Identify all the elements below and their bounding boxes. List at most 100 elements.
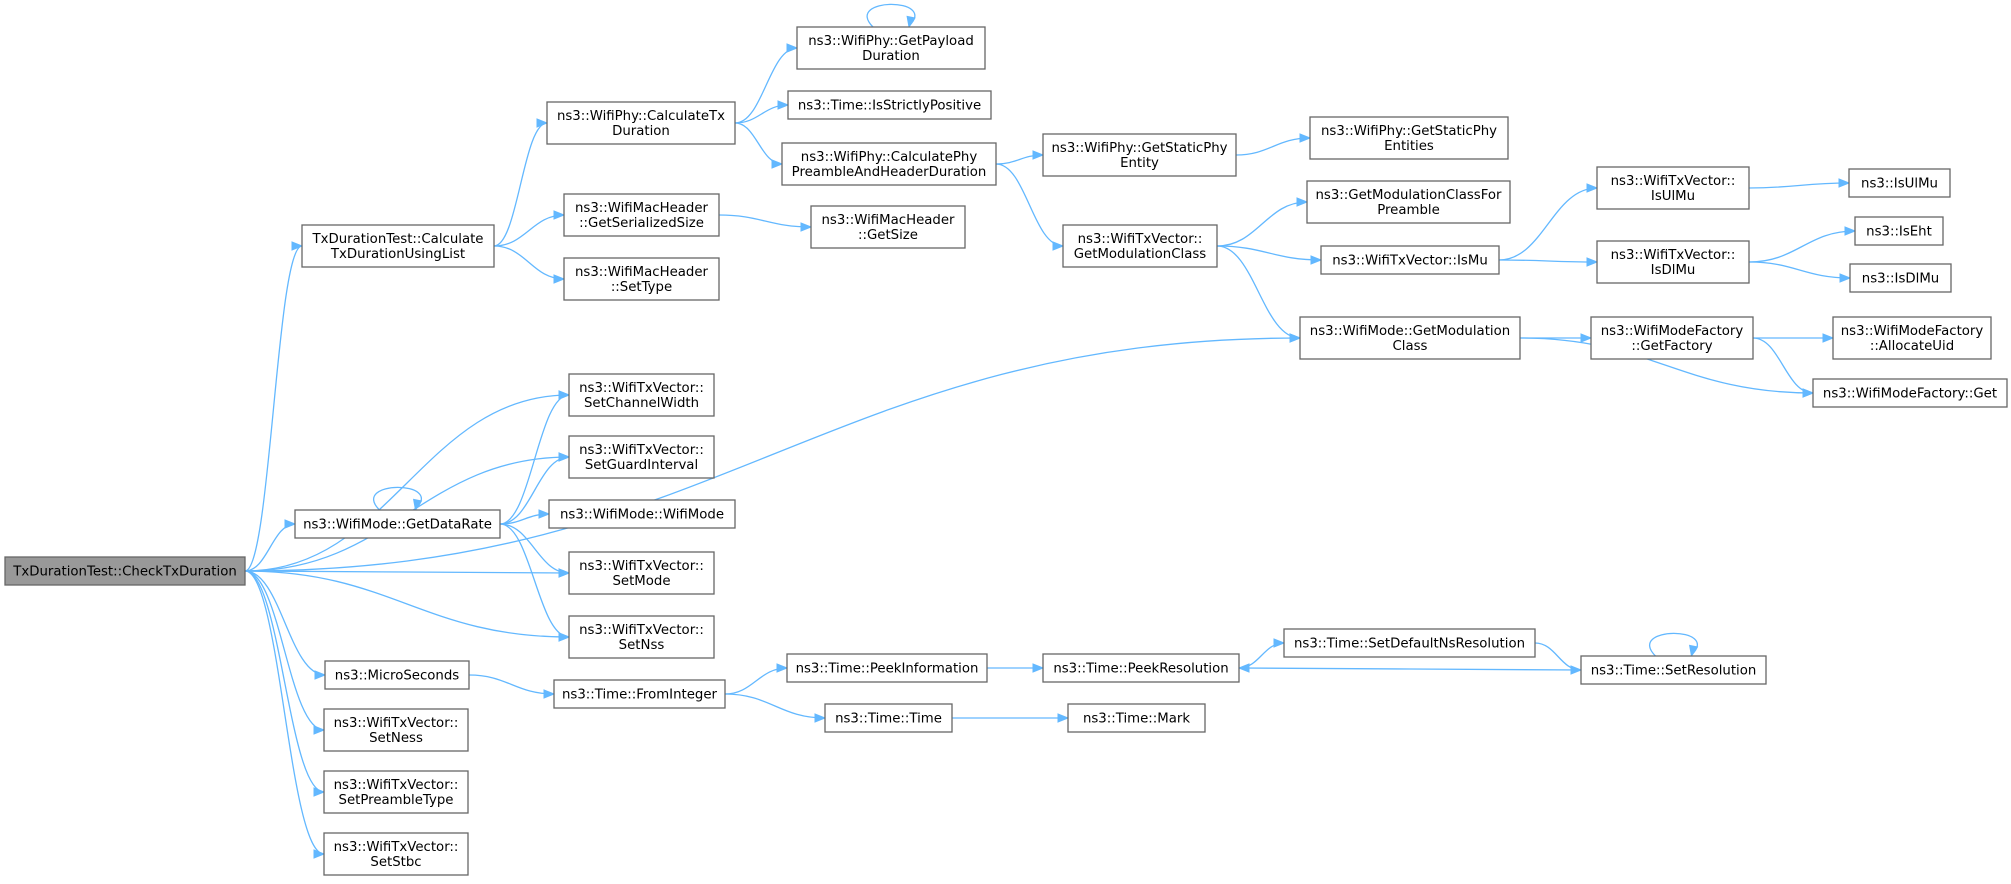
node-label: ns3::IsEht [1866,225,1932,240]
node-getSize[interactable]: ns3::WifiMacHeader::GetSize [810,205,966,249]
node-peekRes[interactable]: ns3::Time::PeekResolution [1042,653,1240,683]
node-setChWidth[interactable]: ns3::WifiTxVector::SetChannelWidth [568,373,715,417]
edge-micro-fromInt-arrowhead [543,689,556,699]
node-label: ns3::GetModulationClassFor [1315,188,1502,203]
node-isDlMu[interactable]: ns3::IsDlMu [1849,263,1952,293]
node-wifiMode[interactable]: ns3::WifiMode::WifiMode [548,499,736,529]
node-label: ns3::Time::PeekInformation [796,662,979,677]
node-micro[interactable]: ns3::MicroSeconds [324,660,470,690]
node-setDefNs[interactable]: ns3::Time::SetDefaultNsResolution [1283,628,1536,658]
node-txIsMu[interactable]: ns3::WifiTxVector::IsMu [1320,245,1500,275]
node-box [796,26,986,70]
edge-dataRate-setNss-arrowhead [558,632,571,642]
node-label: ns3::Time::Mark [1083,712,1190,727]
edge-setRes-setRes-arrowhead [1688,644,1699,658]
edge-root-setNss [244,570,571,642]
node-box [301,224,495,268]
node-label: TxDurationUsingList [330,247,465,262]
node-label: Entity [1120,156,1159,171]
edge-root-setNess-arrowhead [313,725,326,735]
node-serSize[interactable]: ns3::WifiMacHeader::GetSerializedSize [563,193,720,237]
node-root[interactable]: TxDurationTest::CheckTxDuration [4,556,246,586]
node-box [786,653,988,683]
edge-setRes-peekRes-arrowhead [1237,663,1250,673]
node-label: ns3::WifiTxVector:: [579,381,704,396]
edge-serSize-getSize-arrowhead [800,222,813,232]
node-timeTime[interactable]: ns3::Time::Time [824,703,953,733]
node-box [294,509,501,539]
node-calcList[interactable]: TxDurationTest::CalculateTxDurationUsing… [301,224,495,268]
edge-txModClass-modClassPre [1216,197,1309,247]
node-factGet[interactable]: ns3::WifiModeFactory::Get [1812,378,2008,408]
edges-layer [244,3,1857,859]
node-box [563,257,720,301]
node-box [787,90,992,120]
edge-preamble-staticPhy-arrowhead [1032,150,1045,160]
edge-calcList-setType-path [493,245,565,280]
node-label: ns3::WifiPhy::GetStaticPhy [1051,141,1227,156]
node-txIsUlMu[interactable]: ns3::WifiTxVector::IsUlMu [1596,166,1750,210]
edge-root-setStbc [244,570,326,859]
edge-peekRes-setDefNs [1238,638,1286,669]
edge-dataRate-setChWidth [499,390,571,525]
edge-payload-payload [866,3,916,29]
node-setType[interactable]: ns3::WifiMacHeader::SetType [563,257,720,301]
edge-txIsDlMu-isEht-arrowhead [1844,226,1857,236]
node-isUlMu[interactable]: ns3::IsUlMu [1848,168,1951,198]
edge-txIsDlMu-isDlMu-arrowhead [1839,273,1852,283]
node-box [568,435,715,479]
edge-root-setNss-path [244,570,570,638]
node-box [1596,240,1750,284]
edge-root-setPreType-arrowhead [313,787,326,797]
node-isEht[interactable]: ns3::IsEht [1854,216,1944,246]
node-setNss[interactable]: ns3::WifiTxVector::SetNss [568,615,715,659]
edge-serSize-getSize-path [718,214,812,228]
node-fromInt[interactable]: ns3::Time::FromInteger [553,679,726,709]
edge-txModClass-modeModClass-path [1216,245,1301,339]
edge-peekRes-setDefNs-path [1238,642,1285,669]
node-txModClass[interactable]: ns3::WifiTxVector::GetModulationClass [1062,224,1218,268]
node-setPreType[interactable]: ns3::WifiTxVector::SetPreambleType [323,770,469,814]
node-label: ns3::WifiModeFactory::Get [1823,387,1997,402]
edge-timeTime-timeMark [952,713,1070,723]
node-box [568,373,715,417]
node-peekInfo[interactable]: ns3::Time::PeekInformation [786,653,988,683]
node-label: ns3::WifiTxVector:: [1611,248,1736,263]
node-setNess[interactable]: ns3::WifiTxVector::SetNess [323,708,469,752]
node-timeMark[interactable]: ns3::Time::Mark [1067,703,1206,733]
edge-setRes-setRes-path [1648,632,1699,657]
node-setStbc[interactable]: ns3::WifiTxVector::SetStbc [323,832,469,876]
node-allocUid[interactable]: ns3::WifiModeFactory::AllocateUid [1832,316,1992,360]
node-strictPos[interactable]: ns3::Time::IsStrictlyPositive [787,90,992,120]
node-modeModClass[interactable]: ns3::WifiMode::GetModulationClass [1299,316,1521,360]
node-label: SetPreambleType [339,793,454,808]
node-txIsDlMu[interactable]: ns3::WifiTxVector::IsDlMu [1596,240,1750,284]
node-setMode[interactable]: ns3::WifiTxVector::SetMode [568,551,715,595]
edge-staticPhy-staticPhys [1235,133,1312,156]
node-dataRate[interactable]: ns3::WifiMode::GetDataRate [294,509,501,539]
node-setRes[interactable]: ns3::Time::SetResolution [1580,655,1767,685]
node-label: IsUlMu [1651,189,1695,204]
edge-payload-payload-path [866,3,916,28]
edge-root-setNess [244,570,326,735]
edge-setDefNs-setRes-path [1534,642,1582,671]
node-preamble[interactable]: ns3::WifiPhy::CalculatePhyPreambleAndHea… [781,142,997,186]
edge-dataRate-setMode-path [499,523,570,574]
edge-fromInt-timeTime-path [724,693,826,719]
node-label: ns3::WifiMacHeader [821,213,955,228]
edge-micro-fromInt [468,674,556,699]
edge-txIsMu-txIsDlMu-arrowhead [1586,257,1599,267]
node-getFactory[interactable]: ns3::WifiModeFactory::GetFactory [1590,316,1754,360]
edge-root-setPreType-path [244,570,325,793]
node-label: ns3::WifiTxVector:: [334,778,459,793]
edge-root-setNess-path [244,570,325,731]
node-setGuard[interactable]: ns3::WifiTxVector::SetGuardInterval [568,435,715,479]
edge-dataRate-setGuard [499,452,571,525]
edge-dataRate-setChWidth-path [499,394,570,525]
edge-dataRate-wifiMode [499,509,551,525]
